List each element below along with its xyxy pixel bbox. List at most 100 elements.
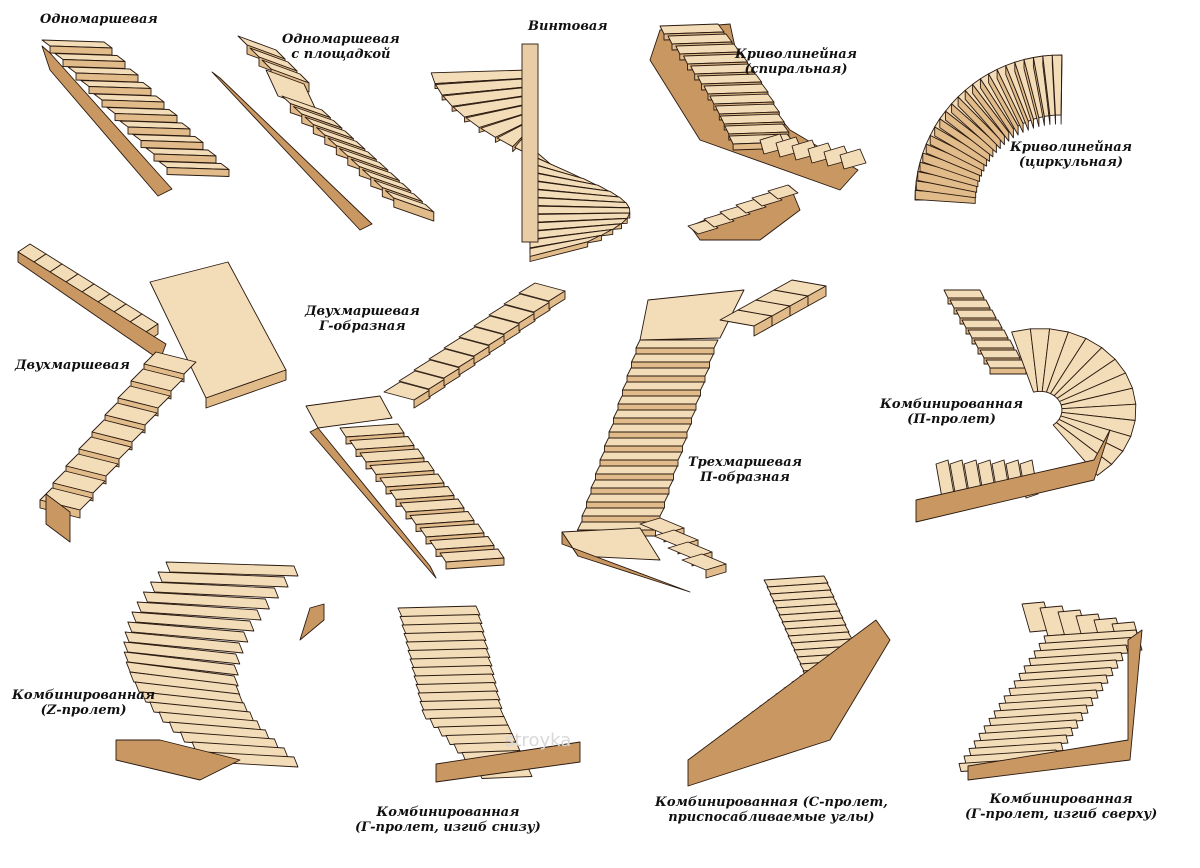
step-tread xyxy=(993,704,1089,720)
two-flight-stair-drawing xyxy=(17,243,287,543)
two-flight-l-stair-drawing xyxy=(305,282,566,579)
side-stringer xyxy=(115,739,241,781)
label-straight-line1: Одномаршевая xyxy=(40,12,158,27)
side-stringer xyxy=(45,493,71,543)
step-riser xyxy=(473,345,491,365)
step-tread xyxy=(978,727,1074,742)
side-stringer xyxy=(561,531,691,593)
side-stringer xyxy=(211,71,373,231)
step-tread xyxy=(127,621,249,643)
label-landing-line1: Одномаршевая xyxy=(282,32,400,47)
label-two-l-line1: Двухмаршевая xyxy=(305,304,420,319)
step-tread xyxy=(781,617,847,630)
step-tread xyxy=(955,309,997,319)
step-riser xyxy=(445,557,505,570)
step-riser xyxy=(989,367,1027,375)
label-screw-line1: Винтовая xyxy=(528,19,608,34)
side-stringer xyxy=(915,429,1111,523)
step-riser xyxy=(458,356,476,376)
step-tread xyxy=(1003,689,1099,705)
label-circular: Криволинейная (циркульная) xyxy=(1010,140,1132,170)
step-tread xyxy=(943,289,985,299)
step-riser xyxy=(393,197,435,222)
three-flight-u-stair-drawing xyxy=(561,279,827,593)
step-riser xyxy=(807,285,827,307)
combined-z-stair-drawing xyxy=(115,561,325,781)
step-tread xyxy=(125,661,239,687)
step-tread xyxy=(772,596,838,609)
step-tread xyxy=(631,353,714,363)
step-riser xyxy=(705,563,727,579)
step-riser xyxy=(533,301,551,321)
step-tread xyxy=(784,624,850,637)
straight-stair-drawing xyxy=(41,39,230,197)
step-riser xyxy=(599,459,679,467)
label-comb-l-bottom-line2: (Г-пролет, изгиб снизу) xyxy=(355,820,541,835)
label-straight: Одномаршевая xyxy=(40,12,158,27)
step-riser xyxy=(608,431,688,439)
side-stringer xyxy=(687,619,891,787)
step-tread xyxy=(1028,652,1124,667)
landing-stair-drawing xyxy=(211,35,435,231)
step-tread xyxy=(961,319,1003,329)
label-circular-line1: Криволинейная xyxy=(1010,140,1132,155)
label-comb-u-line2: (П-пролет) xyxy=(907,412,996,427)
step-tread xyxy=(1018,667,1114,682)
side-stringer xyxy=(299,603,325,641)
step-riser xyxy=(503,323,521,343)
label-three-u-line2: П-образная xyxy=(700,470,790,485)
step-riser xyxy=(626,375,706,383)
step-riser xyxy=(613,417,692,425)
label-comb-c-line1: Комбинированная (С-пролет, xyxy=(655,795,888,810)
step-tread xyxy=(131,611,255,632)
label-comb-z-line1: Комбинированная xyxy=(12,688,156,703)
label-comb-u: Комбинированная (П-пролет) xyxy=(880,397,1023,427)
combined-l-top-stair-drawing xyxy=(958,601,1143,781)
step-tread xyxy=(142,591,270,610)
label-three-u: Трехмаршевая П-образная xyxy=(688,455,802,485)
step-tread xyxy=(983,719,1079,735)
watermark: stroyka xyxy=(505,730,572,751)
landing xyxy=(305,395,393,429)
step-tread xyxy=(617,395,701,405)
step-tread xyxy=(626,367,710,377)
step-tread xyxy=(967,329,1009,339)
step-riser xyxy=(518,312,536,332)
step-tread xyxy=(766,582,832,595)
label-landing-line2: с площадкой xyxy=(291,47,391,62)
step-riser xyxy=(604,445,683,453)
step-tread xyxy=(415,682,499,694)
step-tread xyxy=(973,339,1015,349)
step-tread xyxy=(998,697,1094,712)
label-spiral-line1: Криволинейная xyxy=(735,47,857,62)
label-comb-z: Комбинированная (Z-пролет) xyxy=(12,688,155,718)
landing-edge xyxy=(205,369,287,409)
label-comb-l-bottom: Комбинированная (Г-пролет, изгиб снизу) xyxy=(355,805,541,835)
step-tread xyxy=(124,631,244,654)
label-comb-l-top-line2: (Г-пролет, изгиб сверху) xyxy=(965,807,1158,822)
step-tread xyxy=(413,673,497,686)
step-tread xyxy=(397,605,481,618)
step-riser xyxy=(631,361,710,369)
landing xyxy=(639,289,745,341)
step-riser xyxy=(1060,54,1063,125)
step-tread xyxy=(411,665,495,677)
step-tread xyxy=(839,148,867,170)
step-tread xyxy=(1008,682,1104,697)
step-tread xyxy=(1023,659,1119,675)
label-comb-z-line2: (Z-пролет) xyxy=(40,703,127,718)
step-tread xyxy=(767,184,799,200)
step-tread xyxy=(581,507,665,517)
step-tread xyxy=(763,575,829,588)
step-tread xyxy=(778,610,844,623)
side-stringer xyxy=(435,741,581,783)
step-tread xyxy=(604,437,687,447)
step-tread xyxy=(401,622,485,635)
label-two-flight-line1: Двухмаршевая xyxy=(15,358,130,373)
step-tread xyxy=(399,614,483,626)
spiral-curved-stair-drawing xyxy=(649,23,867,241)
step-tread xyxy=(407,648,491,660)
step-tread xyxy=(417,690,501,703)
label-screw: Винтовая xyxy=(528,19,608,34)
